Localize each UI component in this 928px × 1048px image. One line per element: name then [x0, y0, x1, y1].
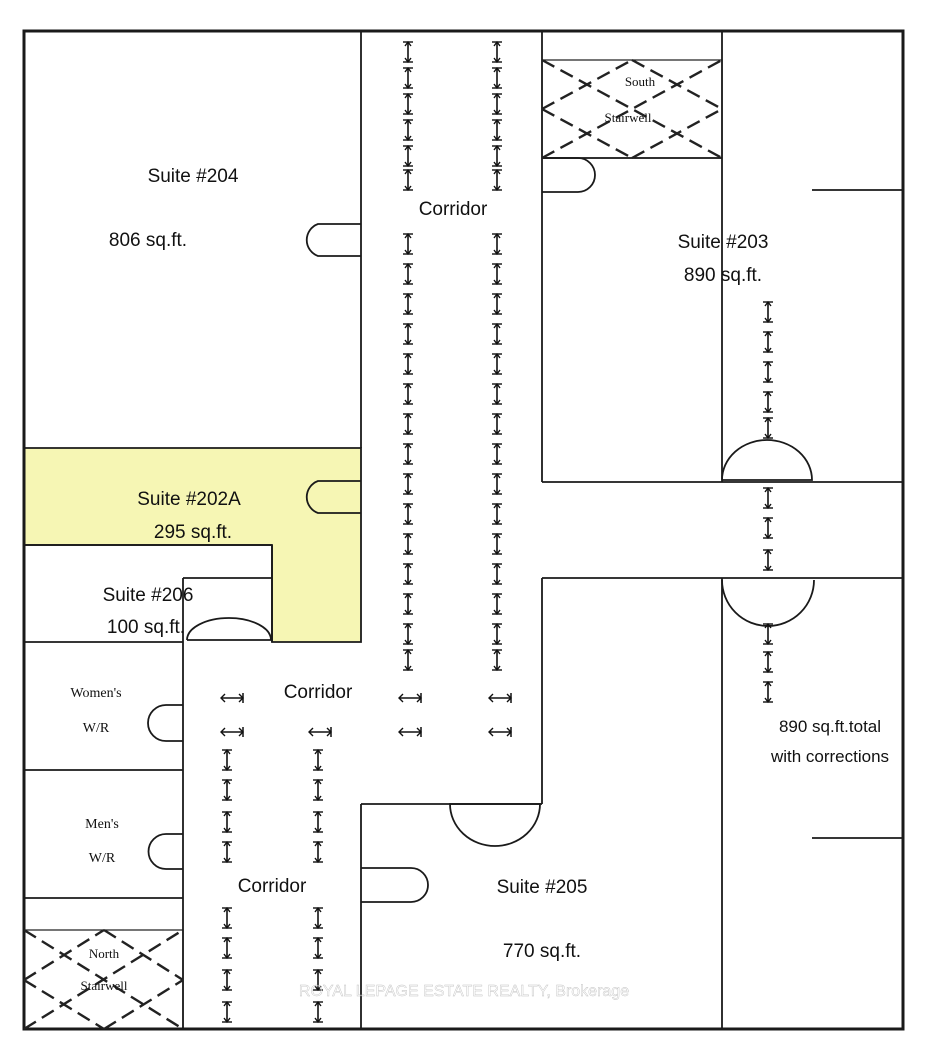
suite-204-name: Suite #204	[148, 166, 239, 187]
room-labels: Suite #204 806 sq.ft. Corridor Suite #20…	[70, 166, 889, 962]
watermark: ROYAL LEPAGE ESTATE REALTY, Brokerage	[299, 983, 629, 1000]
east-suite-area: 890 sq.ft.total	[779, 717, 881, 736]
suite-206-name: Suite #206	[103, 585, 194, 606]
south-stairwell-label-1: South	[625, 74, 656, 89]
north-stairwell-label-2: Stairwell	[81, 978, 128, 993]
south-stairwell-label-2: Stairwell	[605, 110, 652, 125]
door-suite-206	[186, 617, 272, 641]
corridor-middle-label: Corridor	[284, 682, 353, 703]
door-suite-204	[305, 223, 361, 257]
doors	[147, 157, 815, 903]
corridor-upper-label: Corridor	[419, 199, 488, 220]
suite-202a-name: Suite #202A	[137, 489, 241, 510]
suite-205-name: Suite #205	[497, 877, 588, 898]
door-south-stairwell	[542, 157, 596, 193]
door-suite-205-top	[449, 803, 541, 847]
womens-wr-line-1: Women's	[70, 686, 121, 701]
door-east-suite	[721, 579, 815, 627]
suite-203-name: Suite #203	[678, 232, 769, 253]
door-suite-205-left	[361, 867, 429, 903]
suite-205-area: 770 sq.ft.	[503, 941, 581, 962]
suite-204-area: 806 sq.ft.	[109, 230, 187, 251]
door-womens-wr	[147, 704, 183, 742]
east-suite-note: with corrections	[770, 747, 889, 766]
door-mens-wr	[147, 833, 183, 870]
north-stairwell-label-1: North	[89, 946, 120, 961]
mens-wr-line-2: W/R	[89, 851, 116, 866]
suite-202a-area: 295 sq.ft.	[154, 522, 232, 543]
south-stairwell: South Stairwell	[541, 58, 723, 160]
walls	[24, 31, 903, 1029]
north-stairwell: North Stairwell	[23, 928, 184, 1031]
door-suite-203	[721, 439, 813, 481]
corridor-lower-label: Corridor	[238, 876, 307, 897]
door-suite-202a	[305, 480, 361, 514]
suite-206-area: 100 sq.ft.	[107, 617, 185, 638]
womens-wr-line-2: W/R	[83, 721, 110, 736]
outer-wall	[22, 29, 905, 1031]
mens-wr-line-1: Men's	[85, 817, 119, 832]
suite-203-area: 890 sq.ft.	[684, 265, 762, 286]
